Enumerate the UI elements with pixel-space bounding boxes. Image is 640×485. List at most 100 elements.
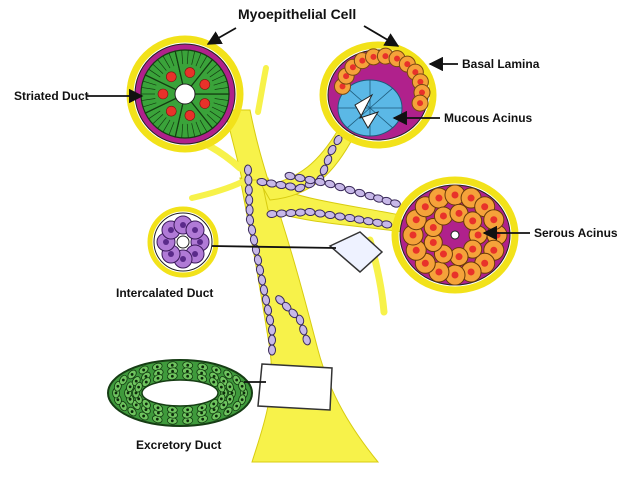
cell-nucleus: [197, 239, 203, 245]
cell-nucleus: [394, 55, 401, 62]
duct-lining-cell: [327, 144, 337, 156]
cell-nucleus: [474, 231, 482, 239]
cell-nucleus: [219, 397, 223, 401]
cell-nucleus: [137, 397, 141, 401]
duct-lining-cell: [244, 174, 253, 186]
cell-nucleus: [167, 251, 174, 258]
intercalated-cell-chains: [243, 134, 401, 356]
cell-nucleus: [116, 384, 120, 388]
cell-nucleus: [170, 419, 174, 423]
serous-acinus-lumen: [450, 230, 460, 240]
cell-nucleus: [469, 217, 477, 225]
cell-nucleus: [121, 404, 125, 408]
serous-demilune-cells: [333, 47, 431, 112]
cell-nucleus: [451, 191, 459, 199]
cell-nucleus: [240, 398, 244, 402]
striation: [211, 106, 225, 114]
cell-nucleus: [212, 374, 216, 378]
striation: [157, 59, 167, 71]
striation: [148, 68, 161, 78]
striation: [142, 80, 157, 86]
cell-nucleus: [417, 78, 424, 85]
duct-lining-cell: [243, 164, 253, 176]
mucous-acinus-figure: [319, 41, 437, 149]
cell-nucleus: [199, 98, 211, 109]
cell-nucleus: [114, 391, 118, 395]
cell-nucleus: [435, 268, 443, 276]
striation: [213, 80, 228, 86]
cell-nucleus: [219, 385, 223, 389]
striated-duct-figure: [126, 35, 244, 153]
cell-nucleus: [134, 379, 138, 383]
cell-nucleus: [339, 83, 346, 90]
duct-lining-cell: [302, 334, 311, 346]
mucous-cell-border: [369, 107, 393, 129]
cell-nucleus: [490, 216, 498, 224]
cell-nucleus: [186, 369, 189, 373]
striation: [142, 102, 157, 108]
cell-nucleus: [222, 379, 226, 383]
serous-acinus-figure: [391, 176, 519, 294]
cell-nucleus: [240, 384, 244, 388]
cell-nucleus: [180, 222, 186, 228]
cell-nucleus: [130, 373, 134, 376]
cell-nucleus: [126, 391, 130, 395]
cell-nucleus: [481, 203, 489, 211]
cell-nucleus: [421, 203, 429, 211]
striation: [168, 121, 175, 136]
striation: [206, 63, 218, 74]
cell-nucleus: [170, 363, 174, 367]
cell-nucleus: [429, 239, 437, 247]
duct-lining-cell: [268, 324, 276, 336]
cell-nucleus: [235, 404, 239, 408]
cell-nucleus: [490, 246, 498, 254]
section-sheets: [257, 231, 384, 411]
cell-nucleus: [180, 256, 186, 262]
intercalated-basal-lamina: [147, 206, 219, 278]
striation: [209, 68, 222, 78]
cell-nucleus: [192, 251, 199, 258]
mucous-basal-lamina: [319, 41, 437, 149]
myoepithelial-cell-label: Myoepithelial Cell: [238, 6, 357, 22]
cell-nucleus: [186, 413, 189, 417]
cell-nucleus: [370, 53, 377, 60]
duct-lining-cell: [324, 179, 336, 189]
cell-nucleus: [157, 88, 169, 100]
cell-nucleus: [144, 374, 148, 378]
cell-nucleus: [156, 371, 160, 375]
myoepithelial-arrow-right: [363, 25, 400, 47]
cell-nucleus: [412, 69, 419, 76]
duct-lining-cell: [268, 334, 276, 346]
duct-lining-cell: [354, 188, 366, 198]
cell-nucleus: [171, 369, 174, 373]
striation: [209, 110, 222, 120]
cell-nucleus: [404, 61, 411, 68]
section-sheet-small: [328, 231, 384, 274]
cell-nucleus: [137, 385, 141, 389]
duct-lining-cell: [294, 183, 306, 193]
excretory-duct-lumen: [141, 379, 219, 407]
striated-duct-label: Striated Duct: [14, 89, 89, 103]
cell-nucleus: [184, 110, 196, 121]
duct-lining-cell: [344, 185, 356, 195]
cell-nucleus: [382, 53, 389, 60]
cell-nucleus: [222, 403, 226, 407]
intercalated-duct-lumen: [176, 235, 190, 249]
cell-nucleus: [199, 79, 211, 90]
cell-nucleus: [200, 376, 204, 380]
striation: [214, 87, 229, 90]
cell-nucleus: [186, 374, 190, 378]
cell-nucleus: [439, 212, 447, 220]
cell-nucleus: [226, 373, 230, 376]
duct-lining-cell: [295, 314, 305, 326]
cell-nucleus: [170, 374, 174, 378]
striated-duct-lumen: [174, 83, 196, 105]
upper-duct-branch: [224, 109, 269, 181]
cell-nucleus: [192, 226, 199, 233]
striation: [195, 52, 202, 67]
duct-lining-cell: [299, 324, 308, 336]
cell-nucleus: [200, 371, 204, 375]
duct-lining-cell: [268, 344, 276, 356]
intercalated-duct-pointer: [211, 245, 337, 249]
intercalated-duct-cells: [156, 215, 210, 269]
